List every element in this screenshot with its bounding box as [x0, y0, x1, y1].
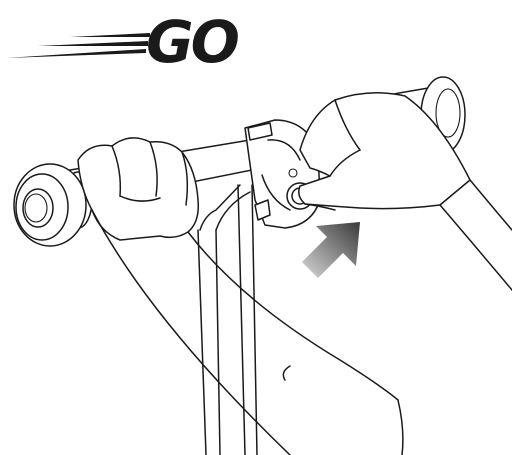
brand-wordmark: GO [146, 8, 239, 76]
brand-logo: GO [6, 8, 239, 76]
speed-line-bottom [6, 49, 146, 58]
left-hand [78, 138, 198, 240]
speed-line-mid [38, 41, 148, 46]
speed-line-top [70, 33, 150, 37]
direction-arrow-icon [302, 222, 360, 278]
handlebar-frame [198, 185, 257, 455]
